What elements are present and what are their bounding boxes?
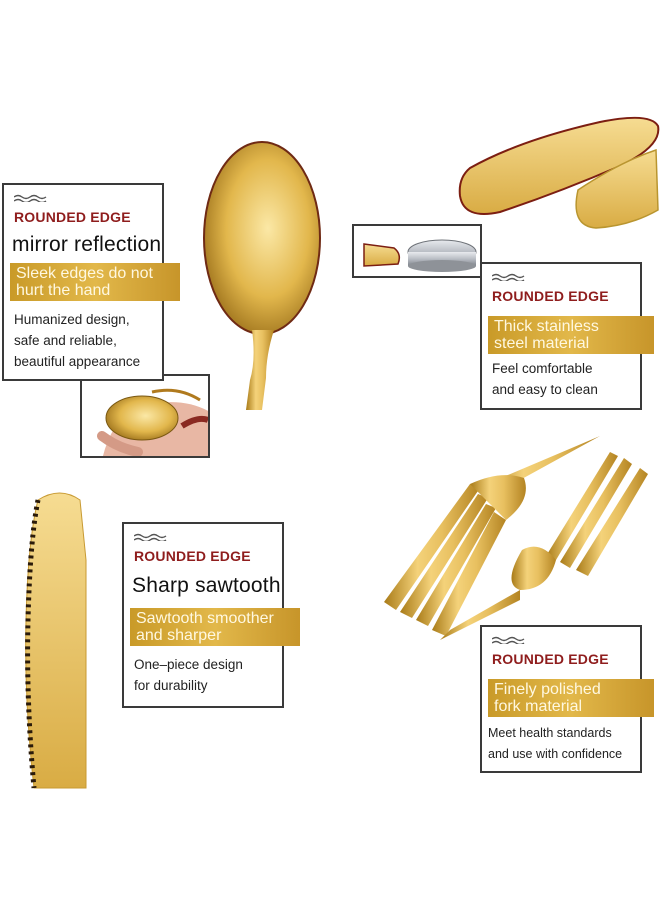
card-banner: Sleek edges do not hurt the hand (10, 263, 180, 301)
card-description: Humanized design, safe and reliable, bea… (14, 309, 140, 372)
card-tag: ROUNDED EDGE (14, 209, 131, 225)
card-tag: ROUNDED EDGE (134, 548, 251, 564)
wave-icon (134, 533, 167, 541)
feature-card-polished-fork: ROUNDED EDGE Finely polished fork materi… (480, 625, 654, 773)
banner-line: hurt the hand (16, 282, 111, 299)
description-line: beautiful appearance (14, 354, 141, 369)
card-description: One–piece design for durability (134, 654, 243, 696)
wave-icon (492, 273, 525, 281)
card-headline: Sharp sawtooth (132, 574, 281, 597)
description-line: safe and reliable, (14, 333, 117, 348)
card-banner: Sawtooth smoother and sharper (130, 608, 300, 646)
banner-line: and sharper (136, 627, 222, 644)
description-line: One–piece design (134, 657, 243, 672)
knife-image (25, 492, 87, 789)
description-line: Meet health standards (488, 726, 612, 740)
card-tag: ROUNDED EDGE (492, 651, 609, 667)
handles-image (458, 116, 660, 229)
spoon-in-hand-image (97, 388, 208, 456)
spoon-image (203, 141, 321, 410)
card-banner: Thick stainless steel material (488, 316, 654, 354)
description-line: and use with confidence (488, 747, 623, 761)
inset-thickness (352, 224, 482, 278)
description-line: Feel comfortable (492, 361, 593, 376)
banner-line: steel material (494, 335, 590, 352)
thickness-image (363, 239, 477, 272)
description-line: and easy to clean (492, 382, 598, 397)
wave-icon (14, 194, 47, 202)
card-description: Feel comfortable and easy to clean (492, 358, 598, 400)
banner-line: Sleek edges do not (16, 265, 153, 282)
card-description: Meet health standards and use with confi… (488, 723, 622, 765)
card-tag: ROUNDED EDGE (492, 288, 609, 304)
card-banner: Finely polished fork material (488, 679, 654, 717)
banner-line: Thick stainless (494, 318, 599, 335)
banner-line: Sawtooth smoother (136, 610, 274, 627)
description-line: Humanized design, (14, 312, 130, 327)
inset-spoon-in-hand (80, 374, 210, 458)
banner-line: fork material (494, 698, 583, 715)
description-line: for durability (134, 678, 208, 693)
banner-line: Finely polished (494, 681, 601, 698)
feature-card-mirror-reflection: ROUNDED EDGE mirror reflection Sleek edg… (2, 183, 180, 381)
forks-image (384, 436, 648, 640)
feature-card-thick-steel: ROUNDED EDGE Thick stainless steel mater… (480, 262, 654, 410)
wave-icon (492, 636, 525, 644)
card-headline: mirror reflection (12, 233, 162, 256)
feature-card-sharp-sawtooth: ROUNDED EDGE Sharp sawtooth Sawtooth smo… (122, 522, 300, 708)
